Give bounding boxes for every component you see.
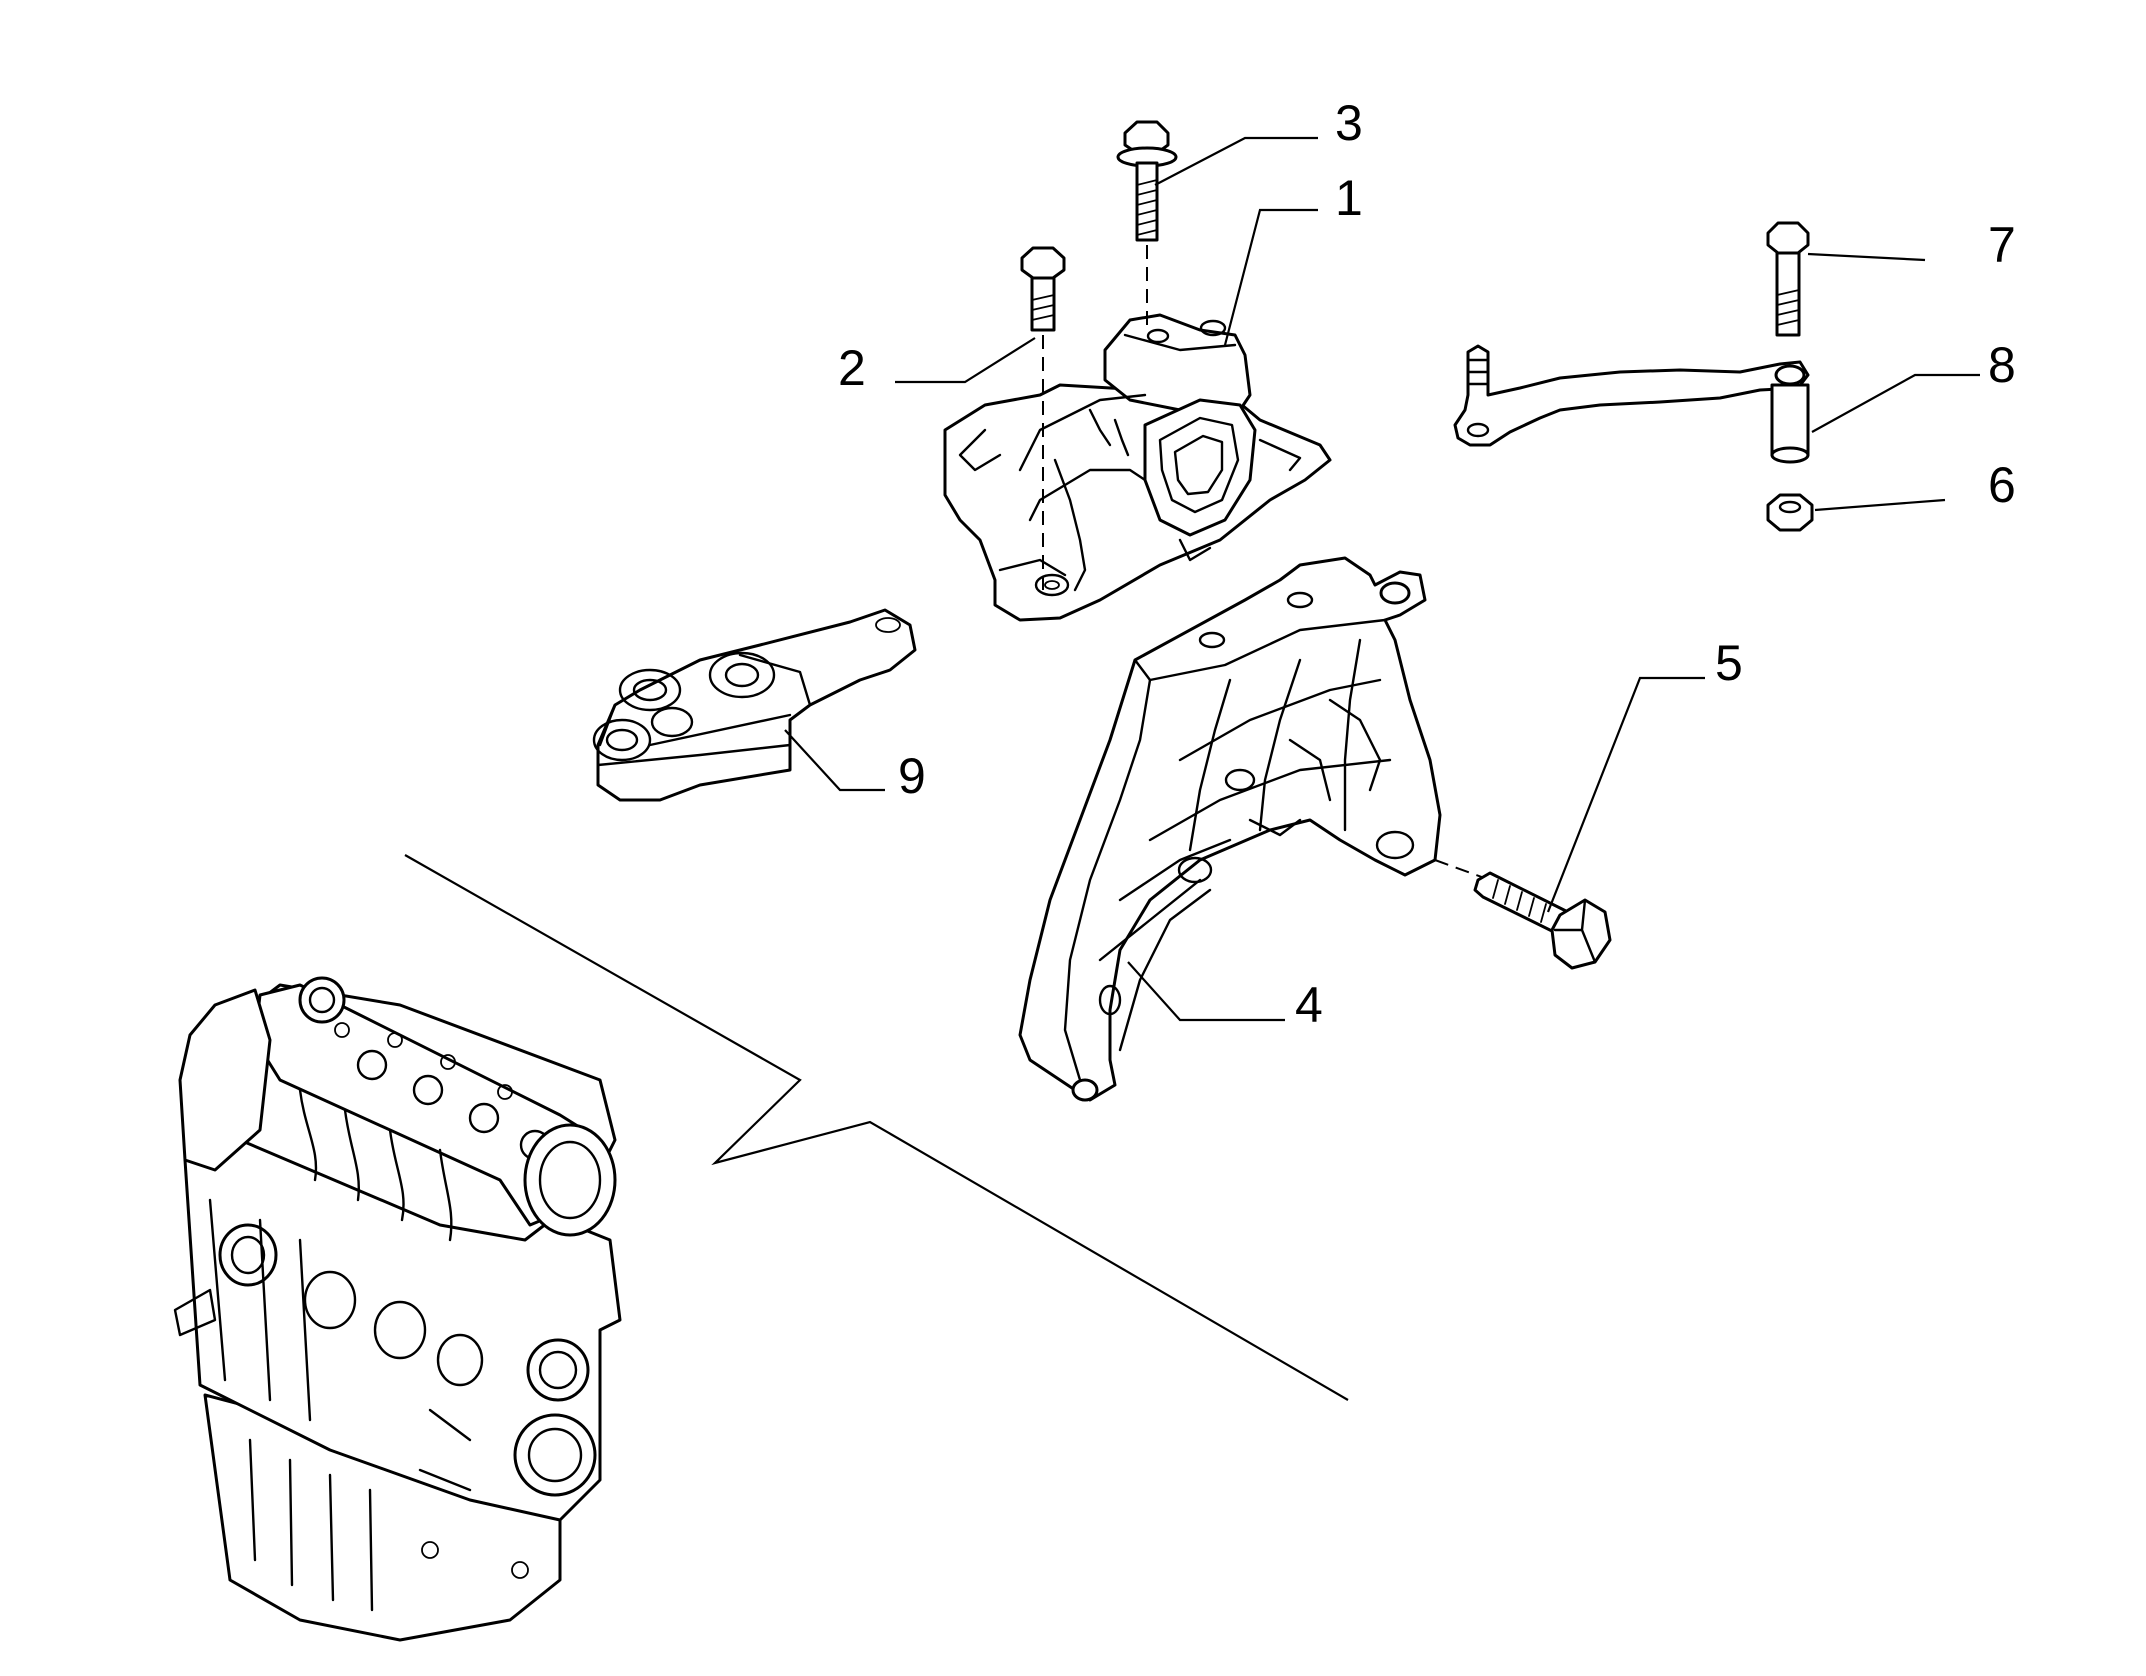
part-4-support-bracket xyxy=(1018,556,1442,1102)
part-3-long-bolt xyxy=(1116,120,1178,330)
part-1-engine-mount xyxy=(943,313,1332,622)
zoom-wedge-lines xyxy=(404,854,1349,1401)
callout-2: 2 xyxy=(838,340,866,396)
leader-lines xyxy=(784,136,1980,1022)
callout-5: 5 xyxy=(1715,635,1743,691)
part-7-bolt xyxy=(1766,221,1810,337)
part-9-mount-bracket xyxy=(592,608,917,802)
part-2-bolt xyxy=(1020,246,1066,590)
engine-block xyxy=(173,976,622,1642)
part-8-torque-rod xyxy=(1453,344,1810,464)
callout-8: 8 xyxy=(1988,337,2016,393)
callout-1: 1 xyxy=(1335,170,1363,226)
callout-7: 7 xyxy=(1988,217,2016,273)
callout-labels: 3 1 2 7 8 6 5 9 4 xyxy=(838,95,2016,1033)
part-6-nut xyxy=(1766,493,1814,532)
part-5-hex-bolt xyxy=(1434,859,1612,970)
callout-6: 6 xyxy=(1988,457,2016,513)
callout-9: 9 xyxy=(898,748,926,804)
callout-4: 4 xyxy=(1295,977,1323,1033)
callout-3: 3 xyxy=(1335,95,1363,151)
